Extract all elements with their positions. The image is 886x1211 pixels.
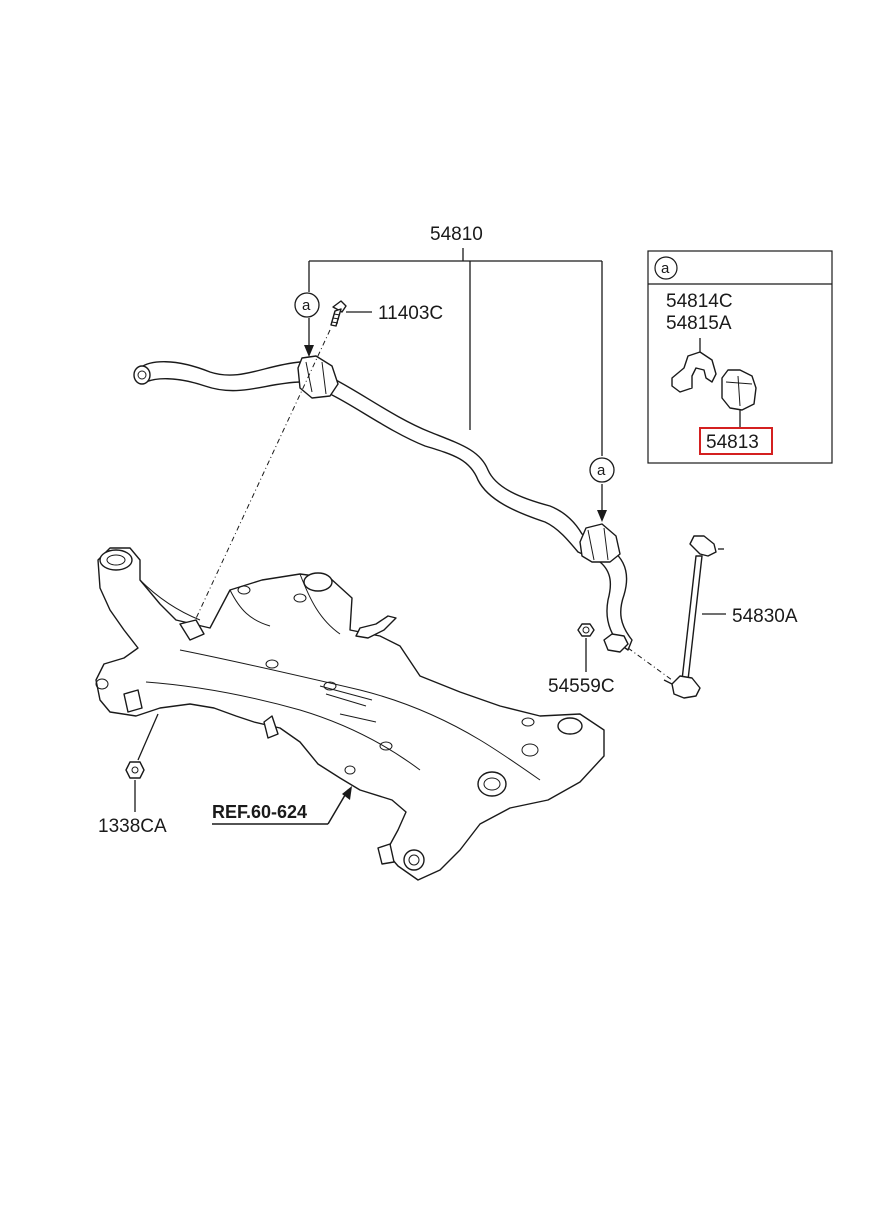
- nut-54559c: [577, 623, 629, 672]
- stabilizer-bar: [133, 355, 633, 651]
- label-54810: 54810: [430, 224, 483, 245]
- inset-box-a: a: [647, 250, 833, 464]
- stabilizer-link: [663, 535, 726, 699]
- callout-a-label: a: [302, 297, 311, 314]
- callout-a-label: a: [597, 462, 606, 479]
- label-54814c: 54814C: [666, 291, 733, 312]
- callout-a-left: a: [294, 292, 320, 318]
- label-1338ca: 1338CA: [98, 816, 167, 837]
- crossmember: [95, 547, 605, 881]
- stabilizer-bar-leaders: [304, 248, 607, 522]
- bolt-11403c: [330, 300, 372, 327]
- label-54559c: 54559C: [548, 676, 615, 697]
- highlight-box-54813: [699, 427, 773, 455]
- nut-1338ca: [125, 713, 159, 812]
- reference-arrow: [212, 786, 352, 825]
- label-54813: 54813: [706, 432, 759, 453]
- callout-a-right: a: [589, 457, 615, 483]
- inset-callout-label: a: [661, 260, 670, 277]
- assembly-line-bolt: [185, 329, 331, 641]
- label-11403c: 11403C: [378, 303, 443, 324]
- label-54815a: 54815A: [666, 313, 732, 334]
- label-reference: REF.60-624: [212, 802, 307, 822]
- assembly-line-link: [627, 647, 673, 681]
- label-54830a: 54830A: [732, 606, 798, 627]
